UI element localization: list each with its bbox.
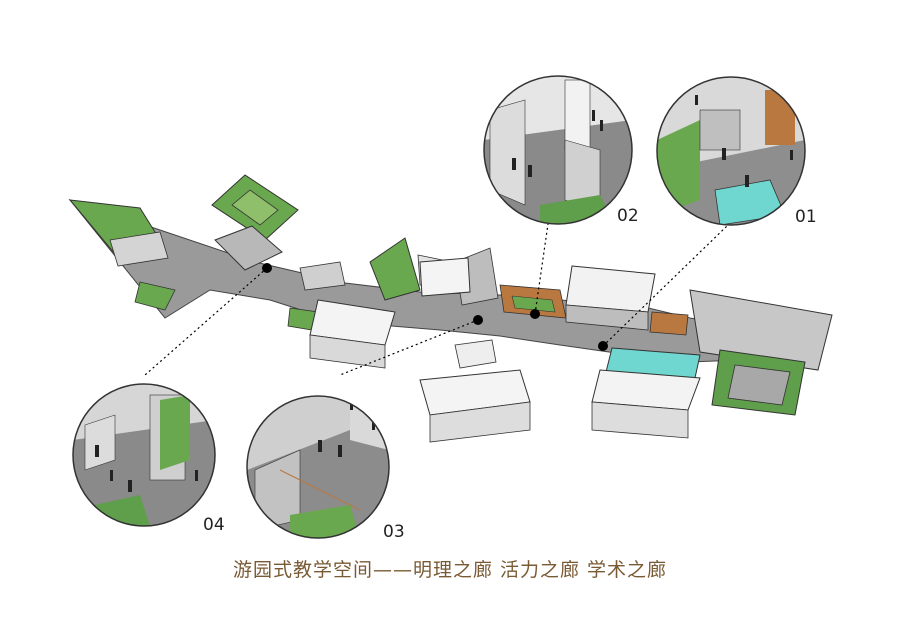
grass-patch-left [134, 281, 176, 311]
view-circle-02 [484, 76, 632, 224]
view-label-04: 04 [203, 515, 225, 535]
wood-block [649, 311, 689, 336]
view-label-01: 01 [795, 207, 817, 227]
leader-line-01 [602, 224, 729, 347]
stepped-terrace [727, 364, 791, 406]
leader-line-04 [144, 267, 268, 376]
small-roof-block [454, 339, 497, 369]
right-roof-slab [689, 289, 833, 371]
green-wedge-mid [369, 237, 421, 301]
classroom-box-lower-right-wall [591, 401, 689, 439]
classroom-box-left-wall [309, 334, 386, 369]
classroom-roof [565, 265, 656, 313]
stair-tower-inner [231, 189, 279, 226]
view-label-03: 03 [383, 522, 405, 542]
view-circle-01 [657, 77, 805, 225]
classroom-box-center-roof [419, 257, 471, 297]
stair-platform [214, 225, 283, 271]
diagram-caption: 游园式教学空间——明理之廊 活力之廊 学术之廊 [232, 559, 668, 581]
wall-block [109, 231, 169, 267]
view-circle-03 [247, 396, 389, 538]
view-circle-04 [73, 384, 215, 526]
wall-block [299, 261, 346, 291]
view-label-02: 02 [617, 206, 639, 226]
leader-line-02 [534, 223, 549, 315]
view-markers [144, 223, 729, 376]
classroom-box-lower-wall [429, 401, 531, 443]
green-inset [511, 295, 556, 313]
corridor-building-model [68, 174, 833, 443]
classroom-wall [565, 304, 649, 331]
